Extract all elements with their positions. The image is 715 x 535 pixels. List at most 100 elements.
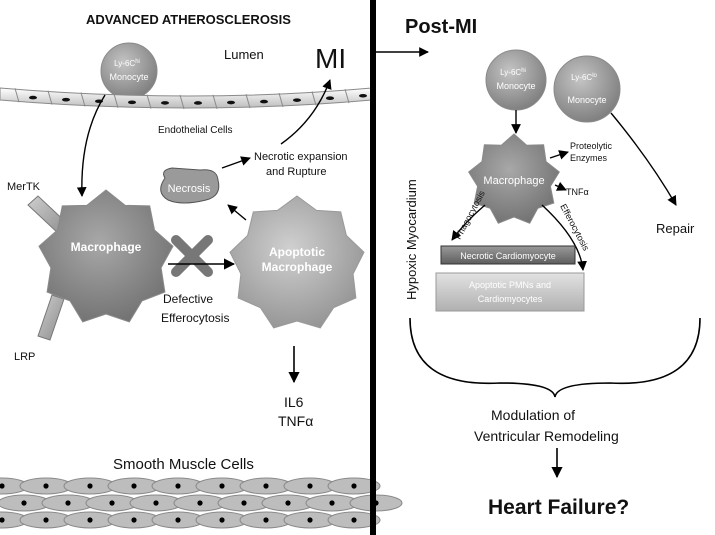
lrp-receptor: [37, 294, 65, 341]
smooth-muscle-label: Smooth Muscle Cells: [113, 456, 254, 473]
smooth-muscle-nucleus: [219, 483, 225, 489]
arrow-to-proteolytic: [549, 150, 569, 160]
monocyte-lo-top: Ly-6C: [571, 73, 592, 82]
monocyte-hi-cell: Ly-6Chi Monocyte: [100, 42, 158, 100]
smooth-muscle-nucleus: [65, 500, 71, 506]
monocyte-hi-sup: hi: [135, 59, 140, 65]
endothelial-nucleus: [194, 101, 202, 105]
right-panel-title: Post-MI: [405, 16, 477, 38]
smooth-muscle-nucleus: [329, 500, 335, 506]
necrotic-expansion-line1: Necrotic expansion: [254, 151, 348, 163]
smooth-muscle-nucleus: [307, 483, 313, 489]
endothelial-nucleus: [293, 98, 301, 102]
necrosis-blob: Necrosis: [160, 167, 220, 204]
macrophage-right-label: Macrophage: [483, 175, 544, 187]
monocyte-hi-label-top: Ly-6C: [114, 59, 135, 68]
arrow-to-tnfa: [554, 181, 567, 191]
smooth-muscle-nucleus: [351, 483, 357, 489]
smooth-muscle-nucleus: [131, 483, 137, 489]
necrotic-cardiomyocyte-box: Necrotic Cardiomyocyte: [440, 245, 576, 265]
proteolytic-line2: Enzymes: [570, 153, 608, 163]
necrotic-expansion-line2: and Rupture: [266, 166, 327, 178]
macrophage-left-cell: Macrophage: [38, 189, 174, 323]
monocyte-hi-right-cell: Ly-6Chi Monocyte: [485, 49, 547, 111]
arrow-apoptotic-to-necrosis: [227, 204, 247, 221]
monocyte-lo-cell: Ly-6Clo Monocyte: [553, 55, 621, 123]
arrow-monocyte-lo-to-repair: [610, 112, 677, 206]
svg-text:Ly-6Clo: Ly-6Clo: [571, 73, 597, 82]
brace: [409, 317, 701, 398]
arrow-necrosis-to-expansion: [221, 156, 251, 169]
mertk-label: MerTK: [7, 181, 41, 193]
endothelial-nucleus: [29, 95, 37, 100]
svg-text:Ly-6Chi: Ly-6Chi: [114, 59, 140, 68]
defective-x-icon: [171, 235, 213, 277]
endothelial-nucleus: [326, 96, 334, 101]
left-panel-title: ADVANCED ATHEROSCLEROSIS: [86, 12, 291, 27]
modulation-line2: Ventricular Remodeling: [474, 428, 619, 444]
phagocytosis-label: Phagocytosis: [453, 189, 487, 241]
endothelial-nucleus: [260, 99, 268, 104]
smooth-muscle-nucleus: [0, 517, 5, 523]
il6-label: IL6: [284, 394, 304, 410]
apoptotic-pmn-line2: Cardiomyocytes: [478, 294, 543, 304]
smooth-muscle-nucleus: [175, 483, 181, 489]
mi-label: MI: [315, 43, 346, 74]
defective-line2: Efferocytosis: [161, 311, 229, 325]
endothelial-label: Endothelial Cells: [158, 125, 233, 136]
monocyte-hi-right-label: Monocyte: [496, 81, 535, 91]
smooth-muscle-nucleus: [263, 517, 269, 523]
arrow-monocyte-to-macrophage: [76, 94, 106, 197]
monocyte-lo-label: Monocyte: [567, 95, 606, 105]
apoptotic-pmns-box: Apoptotic PMNs and Cardiomyocytes: [435, 272, 585, 312]
apoptotic-pmn-line1: Apoptotic PMNs and: [469, 280, 551, 290]
smooth-muscle-nucleus: [87, 483, 93, 489]
monocyte-hi-right-top: Ly-6C: [500, 68, 521, 77]
endothelial-nucleus: [359, 93, 367, 98]
arrow-rupture-to-mi: [280, 79, 332, 145]
endothelial-nucleus: [62, 97, 70, 102]
defective-line1: Defective: [163, 292, 213, 306]
tnfa-right-label: TNFα: [566, 187, 589, 197]
smooth-muscle-layer: [0, 477, 403, 529]
smooth-muscle-nucleus: [131, 517, 137, 523]
heart-failure-label: Heart Failure?: [488, 496, 629, 519]
smooth-muscle-nucleus: [21, 500, 27, 506]
macrophage-right-cell: Macrophage: [468, 133, 560, 224]
smooth-muscle-nucleus: [351, 517, 357, 523]
endothelial-layer: [0, 87, 373, 110]
endothelial-nucleus: [128, 100, 136, 105]
apoptotic-line1: Apoptotic: [269, 245, 325, 259]
smooth-muscle-nucleus: [153, 500, 159, 506]
smooth-muscle-nucleus: [0, 483, 5, 489]
lrp-label: LRP: [14, 351, 35, 363]
endothelial-nucleus: [227, 100, 235, 105]
smooth-muscle-nucleus: [241, 500, 247, 506]
repair-label: Repair: [656, 221, 695, 236]
macrophage-left-label: Macrophage: [71, 240, 142, 254]
smooth-muscle-nucleus: [175, 517, 181, 523]
endothelial-nucleus: [161, 101, 169, 105]
smooth-muscle-nucleus: [197, 500, 203, 506]
smooth-muscle-nucleus: [87, 517, 93, 523]
smooth-muscle-nucleus: [43, 483, 49, 489]
hypoxic-myocardium-label: Hypoxic Myocardium: [404, 179, 419, 300]
monocyte-hi-label: Monocyte: [109, 72, 148, 82]
apoptotic-line2: Macrophage: [262, 260, 333, 274]
lumen-label: Lumen: [224, 47, 264, 62]
proteolytic-line1: Proteolytic: [570, 141, 613, 151]
monocyte-hi-right-sup: hi: [521, 68, 526, 74]
panel-divider: [370, 0, 376, 535]
tnfa-left-label: TNFα: [278, 413, 313, 429]
smooth-muscle-nucleus: [109, 500, 115, 506]
smooth-muscle-nucleus: [285, 500, 291, 506]
arrow-phagocytosis: [451, 204, 486, 241]
necrotic-cardio-label: Necrotic Cardiomyocyte: [460, 251, 556, 261]
monocyte-lo-sup: lo: [592, 73, 597, 79]
apoptotic-macrophage-cell: Apoptotic Macrophage: [229, 195, 365, 329]
necrosis-label: Necrosis: [168, 183, 211, 195]
smooth-muscle-nucleus: [263, 483, 269, 489]
smooth-muscle-nucleus: [307, 517, 313, 523]
smooth-muscle-nucleus: [43, 517, 49, 523]
